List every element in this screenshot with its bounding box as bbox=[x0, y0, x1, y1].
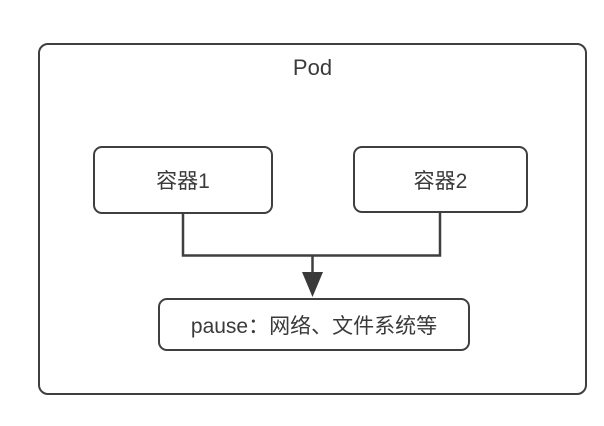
node-container1-label: 容器1 bbox=[156, 170, 210, 193]
node-pause: pause：网络、文件系统等 bbox=[158, 298, 470, 351]
node-container2: 容器2 bbox=[353, 146, 528, 213]
node-pause-label: pause：网络、文件系统等 bbox=[190, 314, 438, 338]
node-container1: 容器1 bbox=[93, 146, 273, 214]
pod-title: Pod bbox=[292, 55, 333, 80]
node-container2-label: 容器2 bbox=[413, 169, 468, 193]
pod-boundary-box bbox=[38, 43, 587, 395]
